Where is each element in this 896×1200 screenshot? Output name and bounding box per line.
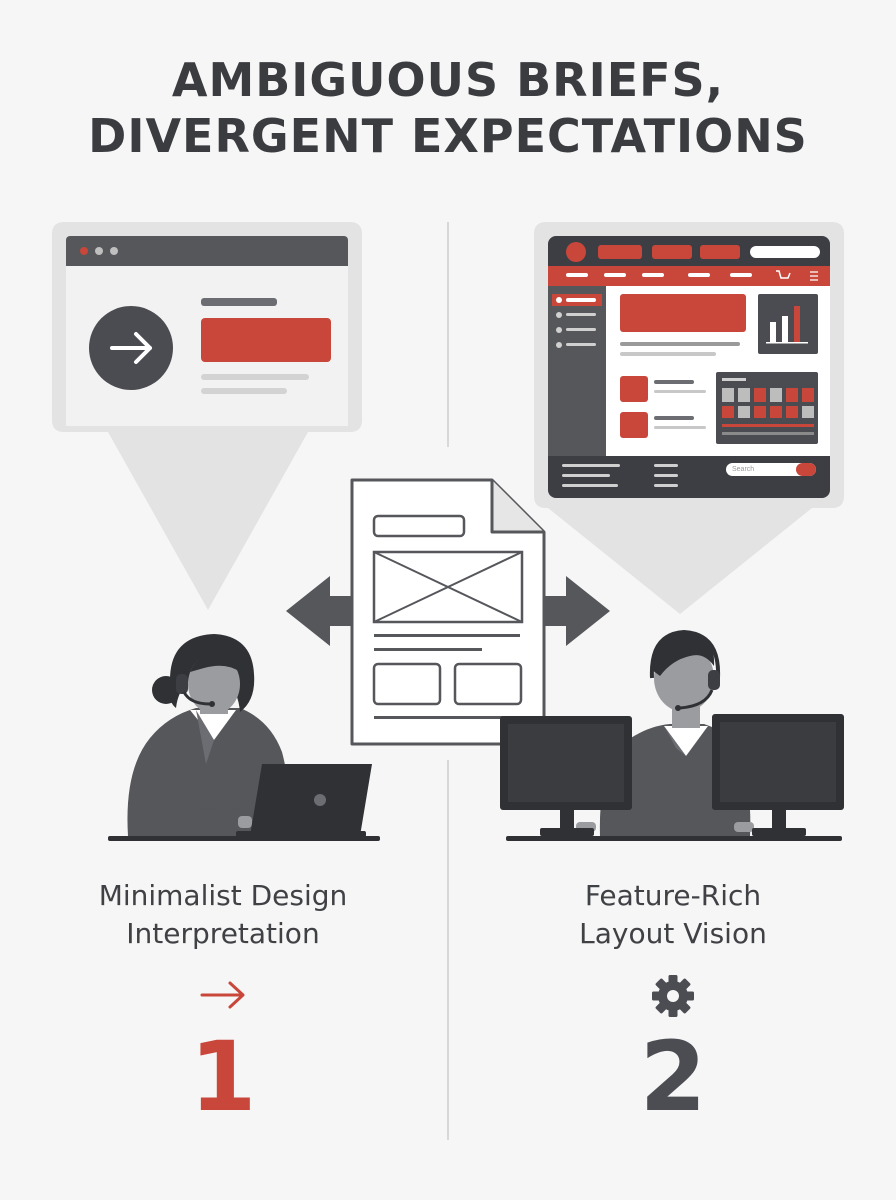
right-caption-line-2: Layout Vision bbox=[579, 917, 767, 950]
title-line-1: AMBIGUOUS BRIEFS, bbox=[171, 53, 725, 107]
left-caption-line-1: Minimalist Design bbox=[98, 879, 348, 912]
footer-search-field bbox=[726, 463, 816, 476]
left-desk bbox=[108, 836, 380, 841]
left-monitor-icon bbox=[500, 716, 632, 836]
top-search-field bbox=[750, 246, 820, 258]
feature-rich-dashboard-mockup bbox=[548, 236, 830, 498]
gear-icon bbox=[652, 975, 694, 1017]
step-number-1: 1 bbox=[189, 1021, 257, 1133]
arrow-right-icon bbox=[200, 981, 245, 1009]
laptop-icon bbox=[236, 764, 372, 837]
dashboard-logo bbox=[566, 242, 586, 262]
right-desk bbox=[506, 836, 842, 841]
center-divider-top bbox=[447, 222, 449, 447]
brief-document-icon bbox=[350, 478, 546, 746]
page-title: AMBIGUOUS BRIEFS, DIVERGENT EXPECTATIONS bbox=[0, 52, 896, 164]
left-caption-line-2: Interpretation bbox=[126, 917, 320, 950]
window-max-dot bbox=[110, 247, 118, 255]
right-monitor-icon bbox=[712, 714, 844, 836]
menu-icon bbox=[810, 271, 818, 281]
window-close-dot bbox=[80, 247, 88, 255]
cart-icon bbox=[776, 270, 791, 279]
center-divider-bottom bbox=[447, 760, 449, 1140]
left-caption: Minimalist Design Interpretation bbox=[43, 877, 403, 953]
footer-search-placeholder: Search bbox=[732, 466, 755, 473]
title-line-2: DIVERGENT EXPECTATIONS bbox=[88, 109, 808, 163]
laptop-logo bbox=[314, 794, 326, 806]
double-arrow-icon bbox=[286, 576, 610, 646]
window-min-dot bbox=[95, 247, 103, 255]
designer-left-avatar bbox=[108, 634, 380, 841]
right-caption: Feature-Rich Layout Vision bbox=[493, 877, 853, 953]
arrow-right-icon bbox=[110, 332, 152, 364]
step-number-2: 2 bbox=[639, 1021, 707, 1133]
right-caption-line-1: Feature-Rich bbox=[584, 879, 762, 912]
image-placeholder-icon bbox=[372, 550, 524, 624]
minimal-website-mockup bbox=[66, 236, 348, 426]
dashboard-sidebar bbox=[548, 286, 606, 456]
